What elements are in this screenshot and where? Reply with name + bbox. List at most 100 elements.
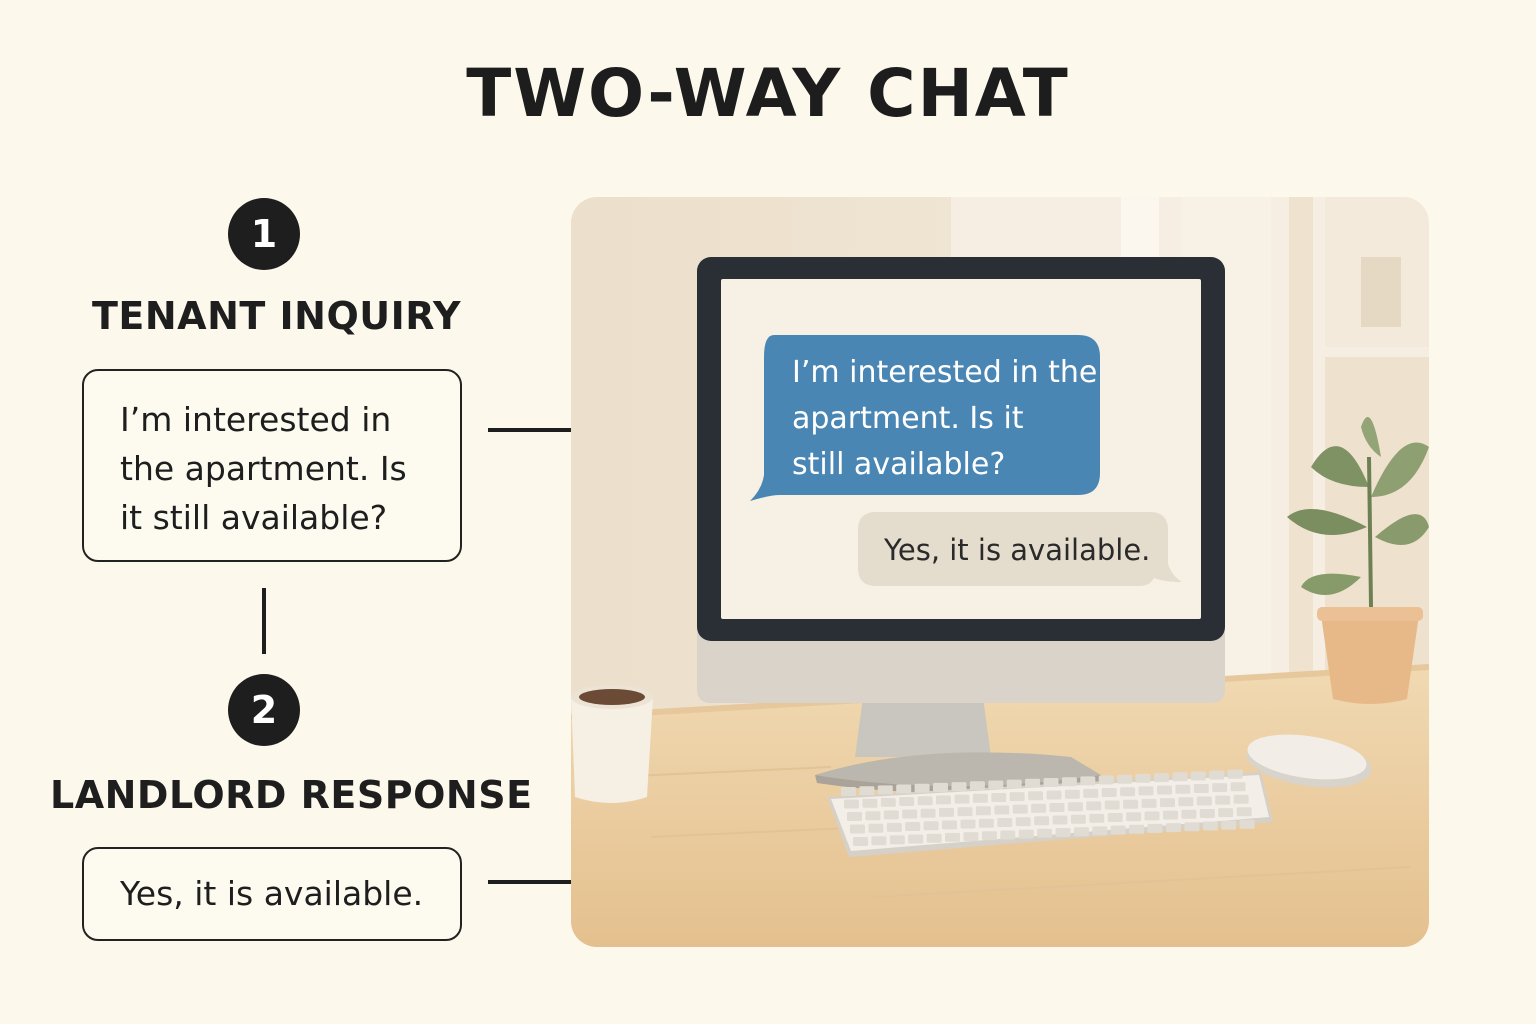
keyboard-key [1067,802,1083,812]
keyboard-key [945,832,960,842]
keyboard-key [896,784,912,794]
keyboard-key [1018,829,1034,839]
keyboard-key [1135,773,1151,783]
tenant-message-line: the apartment. Is [120,449,407,488]
keyboard-key [997,818,1013,827]
keyboard-key [1215,795,1231,805]
keyboard-key [908,834,924,844]
potted-plant-icon [1287,417,1429,704]
tenant-message-line: I’m interested in [120,400,392,439]
keyboard-key [1028,791,1044,801]
keyboard-key [1233,794,1249,804]
keyboard-key [1178,797,1194,807]
keyboard-key [889,835,905,845]
keyboard-key [1009,792,1025,802]
keyboard-key [1120,787,1136,797]
keyboard-key [1141,798,1157,808]
keyboard-key [1172,772,1188,782]
tenant-message-line: it still available? [120,498,388,537]
keyboard-key [1218,808,1234,818]
incoming-bubble-line: apartment. Is it [792,401,1024,436]
step-1-badge: 1 [228,198,300,270]
keyboard-key [1073,827,1089,837]
keyboard-key [954,794,970,804]
keyboard-key [1212,783,1228,793]
keyboard-key [991,793,1007,802]
keyboard-key [899,797,915,806]
keyboard-key [1202,821,1218,831]
keyboard-key [902,809,918,819]
tenant-message-box: I’m interested in the apartment. Is it s… [82,369,462,562]
keyboard-key [1104,800,1120,810]
keyboard-key [862,798,878,808]
keyboard-key [1117,774,1133,784]
keyboard-key [850,824,865,834]
keyboard-key [936,795,951,805]
keyboard-key [1070,814,1086,824]
chat-bubble-reply [858,512,1182,586]
keyboard-key [1031,803,1047,813]
keyboard-key [841,787,856,796]
keyboard-key [1046,790,1062,800]
keyboard-key [1089,813,1105,823]
keyboard-key [853,837,868,846]
step-connector-line [262,588,266,654]
keyboard-icon [827,769,1273,857]
keyboard-key [883,810,899,820]
keyboard-key [1083,788,1099,798]
keyboard-key [1181,809,1197,819]
keyboard-key [1144,811,1160,821]
keyboard-key [951,782,967,792]
keyboard-key [1025,778,1041,788]
keyboard-key [1000,830,1016,840]
keyboard-key [880,797,896,807]
keyboard-key [939,807,954,817]
keyboard-key [1061,777,1077,787]
landlord-message-box: Yes, it is available. [82,847,462,941]
keyboard-key [1209,770,1225,780]
keyboard-key [1147,823,1163,833]
keyboard-key [905,822,921,831]
keyboard-key [933,782,948,792]
keyboard-key [975,806,991,816]
keyboard-key [1166,823,1181,833]
keyboard-key [1037,828,1053,838]
incoming-bubble-line: still available? [792,447,1006,482]
keyboard-key [844,799,859,809]
keyboard-key [871,836,887,846]
step-1-label: TENANT INQUIRY [92,294,461,338]
keyboard-key [1006,779,1022,789]
keyboard-key [847,812,862,821]
keyboard-key [877,785,893,795]
keyboard-key [1055,828,1071,837]
reply-bubble-text: Yes, it is available. [884,533,1151,567]
keyboard-key [1052,815,1068,825]
keyboard-key [917,796,933,806]
keyboard-key [1193,784,1209,793]
keyboard-key [1043,778,1059,787]
mouse-icon [1246,734,1372,788]
keyboard-key [1012,804,1028,814]
keyboard-key [942,820,957,830]
keyboard-key [1101,788,1117,797]
keyboard-key [1126,812,1142,822]
keyboard-key [978,818,994,828]
keyboard-key [1175,784,1191,794]
keyboard-key [1154,773,1169,783]
keyboard-key [1196,796,1212,806]
keyboard-key [1086,801,1102,811]
keyboard-key [1239,819,1255,829]
coffee-mug-icon [571,685,653,803]
keyboard-key [923,821,939,831]
keyboard-key [1157,785,1172,795]
keyboard-key [1163,810,1178,820]
keyboard-key [1138,786,1154,796]
keyboard-key [1098,775,1114,785]
incoming-bubble-text: I’m interested in the apartment. Is it s… [792,350,1097,488]
keyboard-key [926,833,942,843]
step-2-badge: 2 [228,674,300,746]
incoming-bubble-line: I’m interested in the [792,355,1098,390]
keyboard-key [972,793,988,803]
chat-bubble-incoming [750,335,1100,501]
keyboard-key [1080,776,1096,786]
